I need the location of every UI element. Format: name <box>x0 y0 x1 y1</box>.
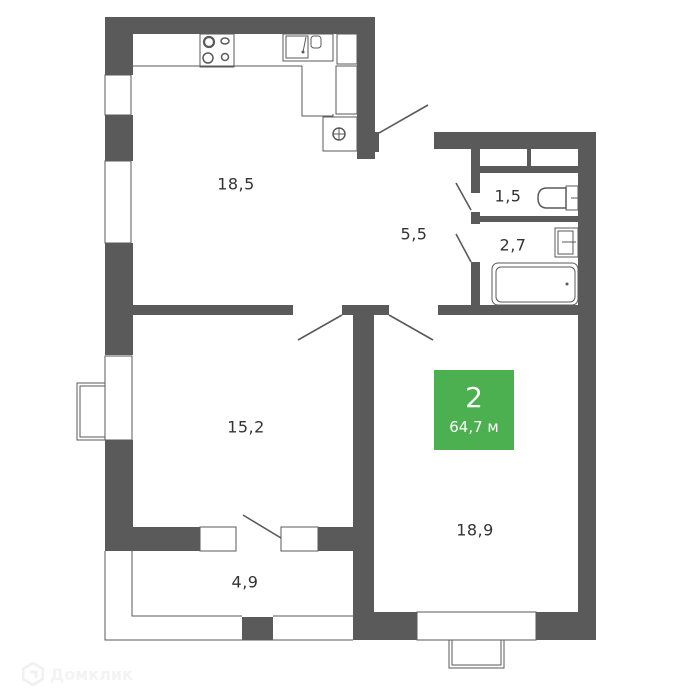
window-bedroom-balcony-1 <box>199 526 237 552</box>
bedroom-door <box>297 314 343 341</box>
wall-right <box>578 132 596 640</box>
bedroom-side-balcony <box>76 382 106 441</box>
wall-center-vertical <box>353 305 374 640</box>
wall-bath-bottom <box>438 305 596 315</box>
toilet-icon <box>537 185 579 211</box>
kitchen-sink-icon <box>282 33 334 62</box>
window-kitchen-1 <box>104 74 132 116</box>
wall-kitchen-bedroom <box>133 305 293 315</box>
wall-left-1 <box>105 17 133 75</box>
kitchen-cabinet-mid <box>335 65 358 115</box>
wall-bedroom-bottom-right <box>318 527 358 551</box>
room-area-balcony: 4,9 <box>231 572 259 592</box>
living-door <box>388 314 434 341</box>
wall-bath-left-3 <box>471 262 480 306</box>
window-bedroom-balcony-2 <box>280 526 319 552</box>
kitchen-counter-corner <box>301 66 334 117</box>
balcony-inner-outline <box>131 551 242 617</box>
window-living <box>416 611 537 641</box>
window-kitchen-2 <box>104 160 132 244</box>
rooms-count: 2 <box>465 381 483 414</box>
room-area-hallway: 5,5 <box>400 224 428 244</box>
apartment-summary-badge: 2 64,7 м <box>434 370 514 450</box>
room-area-living-room: 18,9 <box>456 520 494 540</box>
wall-balcony-pillar <box>242 617 273 640</box>
wall-bath-divider-mid <box>471 216 578 222</box>
balcony-door <box>242 514 282 539</box>
washing-machine-icon <box>322 116 358 152</box>
wall-bath-top <box>434 132 596 149</box>
room-area-bathroom: 2,7 <box>499 235 527 255</box>
wall-bath-divider-top <box>480 166 578 173</box>
entrance-door <box>378 104 429 134</box>
wall-left-2 <box>105 115 133 161</box>
balcony-outline <box>104 551 353 641</box>
wall-bath-divider-top-vert <box>527 149 531 167</box>
stove-icon <box>199 33 235 68</box>
wall-bedroom-bottom-left <box>105 527 200 551</box>
wall-living-bottom-left <box>353 612 417 640</box>
wall-living-bottom-right <box>536 612 596 640</box>
window-bedroom <box>104 355 133 441</box>
bathtub-icon <box>491 262 579 306</box>
total-area: 64,7 м <box>449 418 499 436</box>
wall-bath-left-1 <box>471 149 480 193</box>
living-balcony-inner <box>451 639 502 666</box>
bathroom-sink-icon <box>554 227 579 258</box>
wall-kitchen-door-jamb <box>357 132 379 152</box>
wall-top-kitchen <box>105 17 375 34</box>
toilet-door <box>455 182 472 211</box>
room-area-toilet: 1,5 <box>494 186 522 206</box>
room-area-bedroom: 15,2 <box>227 417 265 437</box>
wall-left-3 <box>105 243 133 355</box>
bathroom-door <box>455 233 472 263</box>
domclick-watermark: Домклик <box>22 662 133 686</box>
room-area-kitchen: 18,5 <box>217 174 255 194</box>
living-balcony <box>448 639 505 669</box>
kitchen-cabinet-top <box>336 33 358 65</box>
wall-kitchen-right <box>357 17 375 159</box>
bedroom-side-balcony-inner <box>79 385 106 438</box>
domclick-logo-text: Домклик <box>50 664 133 684</box>
domclick-logo-icon <box>22 662 44 686</box>
